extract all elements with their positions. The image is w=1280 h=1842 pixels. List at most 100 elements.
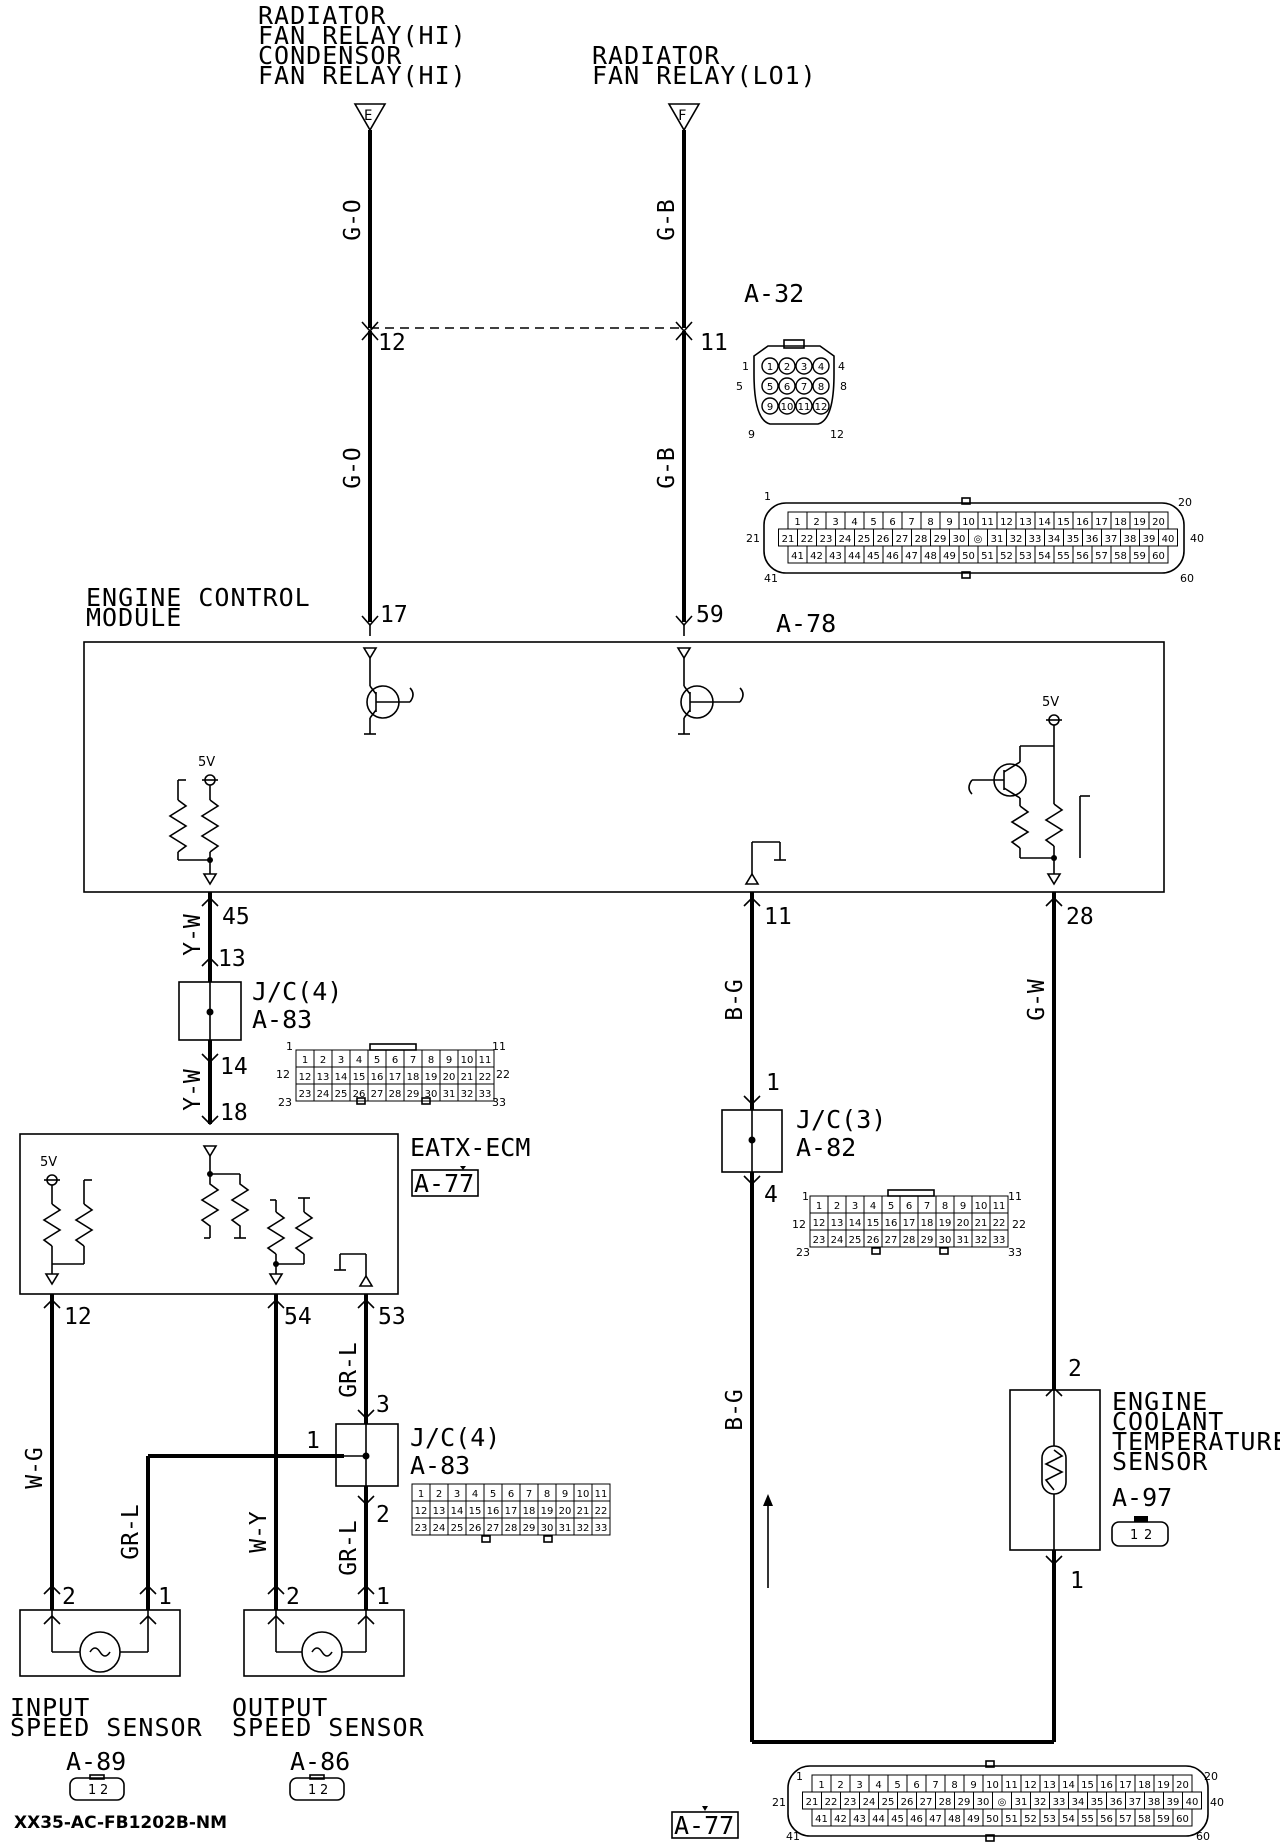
a77-edge-21: 21	[772, 1796, 786, 1809]
connector-e-flag: E	[353, 103, 387, 132]
a78-pin-label: 23	[820, 534, 833, 545]
a83-pin-label: 23	[299, 1089, 312, 1100]
pin-jc3-1: 1	[766, 1070, 780, 1096]
a77-pin-label: 8	[951, 1780, 957, 1791]
jc4b-name: J/C(4)	[410, 1423, 500, 1452]
a83-pin-label: 6	[392, 1055, 398, 1066]
a83-pin-label: 33	[479, 1089, 492, 1100]
a78-pin-label: 45	[867, 551, 880, 562]
a83-pin-label: 7	[410, 1055, 416, 1066]
a32-pin-label: 7	[801, 382, 807, 393]
a82-pin-label: 23	[813, 1235, 826, 1246]
a78-pin-label: 49	[943, 551, 956, 562]
a83b-pin-label: 20	[559, 1506, 572, 1517]
a77-pin-label: 3	[856, 1780, 862, 1791]
a83-edge-22: 22	[496, 1068, 510, 1081]
pin-ecm-17: 17	[380, 602, 408, 628]
a83b-pin-label: 25	[451, 1523, 464, 1534]
a82-pin-label: 31	[957, 1235, 970, 1246]
a78-pin-label: 24	[839, 534, 852, 545]
a83b-pin-label: 7	[526, 1489, 532, 1500]
a78-pin-label: 42	[810, 551, 823, 562]
a77-pin-label: 9	[970, 1780, 976, 1791]
a78-pin-label: 54	[1038, 551, 1051, 562]
a82-pin-label: 24	[831, 1235, 844, 1246]
a77-pin-label: 4	[875, 1780, 881, 1791]
a77-pin-label: 42	[834, 1814, 847, 1825]
a78-pin-label: 52	[1000, 551, 1013, 562]
ecm-connector-label: A-78	[776, 609, 836, 638]
a83b-pin-label: 22	[595, 1506, 608, 1517]
a83b-pin-label: 21	[577, 1506, 590, 1517]
a77-pin-label: 21	[806, 1797, 819, 1808]
a82-pin-label: 21	[975, 1218, 988, 1229]
a77-pin-label: 48	[948, 1814, 961, 1825]
a83-pin-label: 19	[425, 1072, 438, 1083]
output-sensor-line-2: SPEED SENSOR	[232, 1713, 425, 1742]
a32-pin-socket	[761, 397, 779, 415]
connector-f-line-2: FAN RELAY(LO1)	[592, 61, 817, 90]
a82-pin-label: 7	[924, 1201, 930, 1212]
pin-input-sensor-2: 2	[62, 1584, 76, 1610]
wire-color-pin11: B-G	[722, 979, 748, 1021]
connector-a97-face: 1 2	[1111, 1516, 1169, 1547]
wire-e	[361, 130, 379, 636]
a83b-pin-label: 28	[505, 1523, 518, 1534]
a78-pin-label: 53	[1019, 551, 1032, 562]
a77-pin-label: 39	[1167, 1797, 1180, 1808]
ecm-pullup-45: 5V	[168, 755, 220, 886]
ecm-ground-11	[744, 841, 786, 885]
a78-pin-label: 26	[877, 534, 890, 545]
a83-pin-label: 8	[428, 1055, 434, 1066]
a32-pin-label: 10	[781, 402, 794, 413]
a32-pin-socket	[795, 377, 813, 395]
a82-pin-label: 11	[993, 1201, 1006, 1212]
a77-pin-label: 19	[1157, 1780, 1170, 1791]
wire-color-output-sig: W-Y	[246, 1511, 272, 1553]
jc3-a82	[721, 1109, 783, 1173]
a78-pin-label: 28	[915, 534, 928, 545]
a82-pin-label: 5	[888, 1201, 894, 1212]
a78-pin-label: 60	[1152, 551, 1165, 562]
a78-pin-label: 10	[962, 517, 975, 528]
a32-pin-label: 4	[818, 362, 824, 373]
a78-pin-label: 41	[791, 551, 804, 562]
a77-pin-label: 18	[1138, 1780, 1151, 1791]
a78-edge-40: 40	[1190, 532, 1204, 545]
a77-pin-label: 49	[967, 1814, 980, 1825]
a83-pin-label: 21	[461, 1072, 474, 1083]
a78-pin-label: 55	[1057, 551, 1070, 562]
a77-pin-label: 35	[1091, 1797, 1104, 1808]
pin-f-mid: 11	[700, 330, 728, 356]
connector-e-label: RADIATOR FAN RELAY(HI) CONDENSOR FAN REL…	[258, 1, 466, 90]
a77-pin-label: 16	[1100, 1780, 1113, 1791]
jc4-a83-lower	[335, 1423, 399, 1487]
ecm-transistor-17	[362, 647, 414, 735]
eatx-ecm-box	[19, 1133, 399, 1295]
a32-pin-socket	[778, 377, 796, 395]
a83b-pin-label: 17	[505, 1506, 518, 1517]
wire-color-f-lower: G-B	[654, 447, 680, 489]
a32-pin-socket	[795, 397, 813, 415]
a32-pin-label: 11	[798, 402, 811, 413]
a82-pin-label: 22	[993, 1218, 1006, 1229]
a82-pin-label: 33	[993, 1235, 1006, 1246]
pin-jc4b-1: 1	[306, 1428, 320, 1454]
pin-eatx-53: 53	[378, 1304, 406, 1330]
engine-coolant-temperature-sensor	[1009, 1389, 1101, 1551]
a32-edge-1: 1	[742, 360, 749, 373]
pin-ecm-59: 59	[696, 602, 724, 628]
a32-pin-label: 8	[818, 382, 824, 393]
a83b-pin-label: 29	[523, 1523, 536, 1534]
a83-edge-23: 23	[278, 1096, 292, 1109]
a78-pin-label: 47	[905, 551, 918, 562]
a32-pin-socket	[761, 357, 779, 375]
ecm-title-line-2: MODULE	[86, 603, 182, 632]
a83b-pin-label: 31	[559, 1523, 572, 1534]
a77-pin-label: 51	[1005, 1814, 1018, 1825]
a82-pin-label: 4	[870, 1201, 876, 1212]
a83b-pin-label: 19	[541, 1506, 554, 1517]
